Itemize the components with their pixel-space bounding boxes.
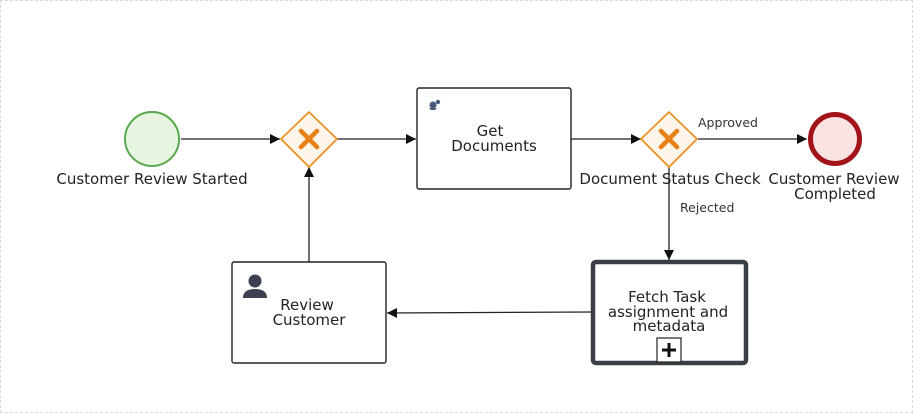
exclusive-gateway-icon: [298, 128, 320, 150]
document-status-gateway-label: Document Status Check: [579, 170, 761, 188]
task-review-customer-label-line1: Review: [280, 296, 334, 314]
end-event-label-line2: Completed: [794, 185, 876, 203]
subprocess-label-line2: assignment and: [608, 303, 728, 321]
task-get-documents-label-line1: Get: [477, 122, 504, 140]
subprocess-label-line3: metadata: [633, 317, 706, 335]
subprocess-label-line1: Fetch Task: [628, 288, 706, 306]
flow-fetch-to-review[interactable]: [386, 307, 593, 318]
flow-rejected-label: Rejected: [680, 200, 734, 215]
end-event-label-line1: Customer Review: [768, 170, 899, 188]
task-get-documents-label-line2: Documents: [451, 137, 537, 155]
task-review-customer-label-line2: Customer: [273, 311, 347, 329]
start-event-label: Customer Review Started: [56, 170, 247, 188]
exclusive-gateway-icon: [658, 128, 680, 150]
task-review-customer[interactable]: [231, 261, 387, 364]
user-task-icon: [243, 274, 267, 298]
end-event[interactable]: [808, 112, 862, 166]
task-get-documents[interactable]: [416, 87, 572, 190]
start-event[interactable]: [124, 111, 180, 167]
flow-approved-label: Approved: [698, 115, 758, 130]
merge-gateway[interactable]: [280, 111, 338, 168]
subprocess-fetch-task[interactable]: [590, 259, 749, 366]
expand-plus-icon[interactable]: [656, 337, 682, 363]
document-status-gateway[interactable]: [640, 111, 698, 168]
service-task-icon: [429, 99, 441, 110]
